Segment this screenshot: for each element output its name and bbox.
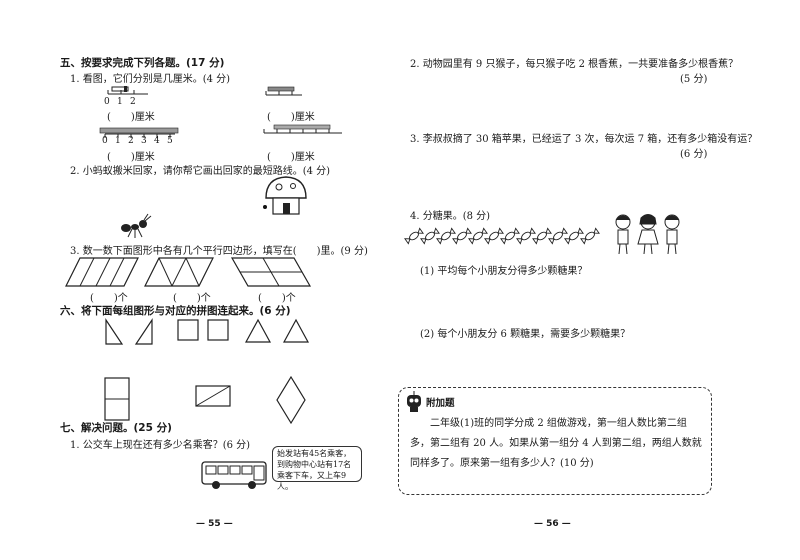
section-6-title: 六、将下面每组图形与对应的拼图连起来。(6 分) (60, 305, 291, 317)
tick-b-1: 1 (115, 136, 121, 146)
shape-parallelogram-group-3 (230, 257, 312, 287)
count-blank-3[interactable]: ( )个 (258, 293, 296, 304)
puzzle-rhombus (276, 375, 306, 425)
bus-note-text: 始发站有45名乘客，到购物中心站有17名乘客下车，又上车9人。 (277, 449, 352, 491)
robot-mascot-icon (407, 391, 421, 412)
q-right-3-score: (6 分) (680, 149, 708, 160)
children-illustration (615, 214, 680, 255)
count-blank-2[interactable]: ( )个 (173, 293, 211, 304)
piece-square-pair (177, 319, 229, 341)
ruler-long-right (263, 124, 342, 134)
bonus-question-box (398, 387, 712, 495)
puzzle-rectangle-diagonal (195, 385, 231, 407)
answer-blank-1[interactable]: ( )厘米 (107, 112, 155, 123)
tick-b-3: 3 (141, 136, 147, 146)
section-5-title: 五、按要求完成下列各题。(17 分) (60, 57, 225, 69)
q-right-4-text: 4. 分糖果。(8 分) (410, 211, 491, 222)
ruler-short-left (107, 86, 148, 95)
mushroom-house-icon (265, 176, 307, 215)
answer-blank-3[interactable]: ( )厘米 (107, 152, 155, 163)
rice-grain-icon (263, 205, 267, 209)
ruler-long-left (99, 127, 179, 138)
shape-parallelogram-group-1 (65, 257, 139, 287)
tick-b-5: 5 (167, 136, 173, 146)
q-right-2-score: (5 分) (680, 74, 708, 85)
page-number-right: — 56 — (534, 519, 571, 529)
page-number-left: — 55 — (196, 519, 233, 529)
piece-triangle-pair (105, 318, 153, 345)
q-right-2-text: 2. 动物园里有 9 只猴子，每只猴子吃 2 根香蕉，一共要准备多少根香蕉？ (410, 59, 739, 70)
answer-blank-4[interactable]: ( )厘米 (267, 152, 315, 163)
answer-blank-2[interactable]: ( )厘米 (267, 112, 315, 123)
ruler-short-right (265, 86, 302, 96)
q-right-4-1-text: (1) 平均每个小朋友分得多少颗糖果？ (420, 266, 588, 277)
ant-icon (121, 213, 152, 238)
bus-icon (201, 461, 267, 489)
piece-equilateral-pair (244, 318, 310, 343)
puzzle-rectangle-stack (104, 377, 130, 421)
tick-2: 2 (130, 97, 136, 107)
tick-b-4: 4 (154, 136, 160, 146)
shape-parallelogram-group-2 (144, 257, 214, 287)
tick-b-2: 2 (128, 136, 134, 146)
q5-3-text: 3. 数一数下面图形中各有几个平行四边形，填写在( )里。(9 分) (70, 246, 368, 257)
tick-b-0: 0 (102, 136, 108, 146)
section-7-title: 七、解决问题。(25 分) (60, 422, 172, 434)
tick-0: 0 (104, 97, 110, 107)
bonus-question-text: 二年级(1)班的同学分成 2 组做游戏，第一组人数比第二组多，第二组有 20 人… (410, 418, 702, 469)
q5-1-text: 1. 看图，它们分别是几厘米。(4 分) (70, 74, 231, 85)
candy-row-icon (404, 227, 600, 245)
q-right-4-2-text: (2) 每个小朋友分 6 颗糖果，需要多少颗糖果？ (420, 329, 631, 340)
count-blank-1[interactable]: ( )个 (90, 293, 128, 304)
bus-speech-bubble: 始发站有45名乘客，到购物中心站有17名乘客下车，又上车9人。 (272, 446, 362, 491)
q-right-3-text: 3. 李叔叔摘了 30 箱苹果，已经运了 3 次，每次运 7 箱，还有多少箱没有… (410, 134, 758, 145)
bonus-label: 附加题 (426, 398, 455, 409)
q5-2-text: 2. 小蚂蚁搬米回家，请你帮它画出回家的最短路线。(4 分) (70, 166, 331, 177)
q7-1-text: 1. 公交车上现在还有多少名乘客？(6 分) (70, 440, 251, 451)
tick-1: 1 (117, 97, 123, 107)
